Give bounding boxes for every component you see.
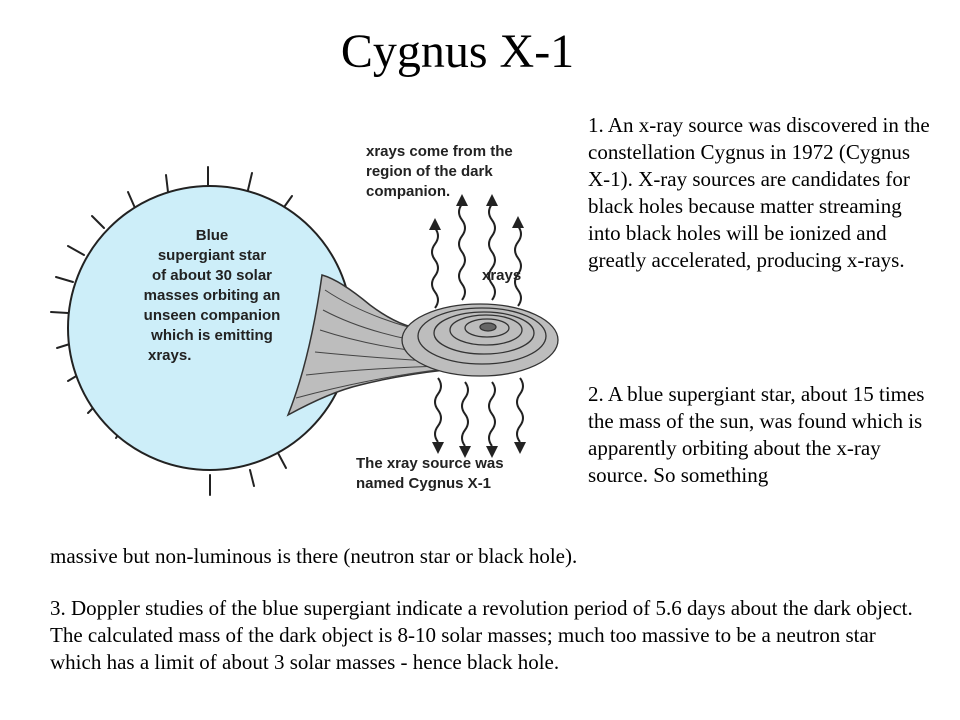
paragraph-2-bottom: massive but non-luminous is there (neutr…	[50, 544, 578, 568]
xray-wave-up	[431, 227, 439, 309]
star-label: Blue supergiant star of about 30 solar m…	[144, 227, 281, 364]
arrowhead	[432, 442, 444, 454]
star-label-line: supergiant star	[158, 247, 267, 264]
star-ray	[50, 311, 69, 314]
stream-line	[295, 368, 445, 399]
top-label: xrays come from the region of the dark c…	[366, 143, 513, 200]
top-label-line: companion.	[366, 183, 450, 200]
bottom-label-line: The xray source was	[356, 455, 504, 472]
star-label-line: unseen companion	[144, 307, 281, 324]
paragraph-3: 3. Doppler studies of the blue supergian…	[50, 596, 913, 674]
disk-ring	[464, 318, 510, 338]
cygnus-diagram-svg: Blue supergiant star of about 30 solar m…	[50, 143, 559, 496]
star-label-line: masses orbiting an	[144, 287, 281, 304]
accretion-disk	[401, 303, 559, 377]
arrowhead	[459, 446, 471, 458]
xrays-label: xrays	[482, 267, 521, 284]
page-title: Cygnus X-1	[340, 25, 575, 78]
accretion-stream	[286, 274, 446, 417]
bottom-label-line: named Cygnus X-1	[356, 475, 491, 492]
disk-ring	[417, 307, 547, 365]
star-ray	[165, 174, 169, 193]
xray-arrowheads	[429, 194, 526, 458]
star-label-line: xrays.	[148, 347, 191, 364]
star-ray	[127, 191, 136, 209]
disk-ring	[449, 314, 523, 346]
star-label-line: of about 30 solar	[152, 267, 272, 284]
xray-arrows	[431, 203, 524, 447]
paragraph-1: 1. An x-ray source was discovered in the…	[588, 113, 930, 272]
arrowhead	[429, 218, 441, 230]
star-label-line: which is emitting	[150, 327, 273, 344]
arrowhead	[486, 194, 498, 206]
xray-wave-up	[488, 203, 496, 301]
star-ray	[55, 276, 74, 283]
arrowhead	[486, 446, 498, 458]
bottom-label: The xray source was named Cygnus X-1	[356, 455, 504, 492]
xray-wave-up	[514, 225, 522, 307]
xray-wave-down	[516, 377, 524, 443]
xray-wave-down	[488, 381, 496, 447]
top-label-line: region of the dark	[366, 163, 493, 180]
star-label-line: Blue	[196, 227, 229, 244]
xray-wave-down	[434, 377, 442, 443]
star-ray	[67, 245, 85, 256]
top-label-line: xrays come from the	[366, 143, 513, 160]
cygnus-diagram: Blue supergiant star of about 30 solar m…	[40, 130, 560, 510]
paragraph-2-top: 2. A blue supergiant star, about 15 time…	[588, 382, 925, 487]
star-ray	[277, 452, 287, 469]
disk-ring	[433, 311, 535, 355]
xray-wave-up	[458, 203, 466, 301]
arrowhead	[456, 194, 468, 206]
xray-wave-down	[461, 381, 469, 447]
star-ray	[249, 469, 255, 487]
star-ray	[247, 172, 253, 191]
disk-center	[479, 322, 497, 332]
arrowhead	[512, 216, 524, 228]
star-ray	[91, 215, 105, 229]
arrowhead	[514, 442, 526, 454]
